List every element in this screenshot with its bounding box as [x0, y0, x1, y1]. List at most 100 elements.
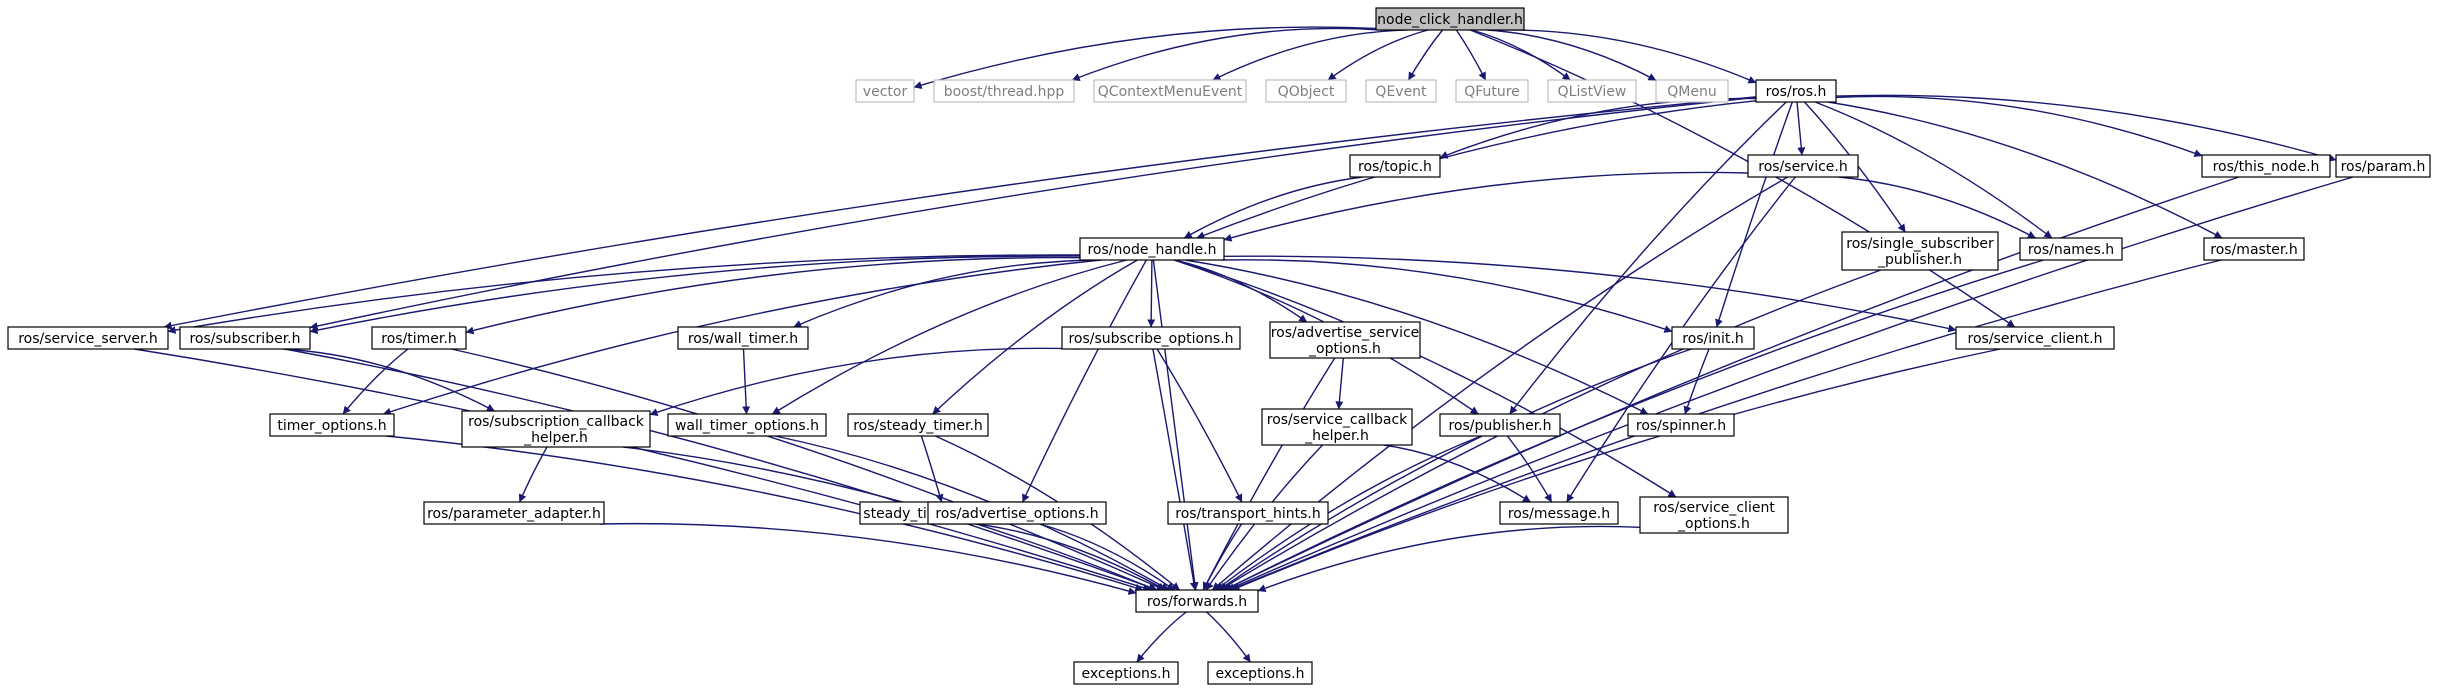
edge-ros_node_handle-to-ros_spinner [1184, 259, 1649, 415]
node-box [461, 410, 651, 448]
node-ros-spinner[interactable]: ros/spinner.h [1627, 413, 1735, 437]
edge-ros_node_handle-to-ros_forwards [1152, 259, 1199, 591]
edge-root-to-vector [913, 26, 1377, 89]
node-ros-node-handle[interactable]: ros/node_handle.h [1079, 237, 1225, 261]
node-ros-service-callback-helper[interactable]: ros/service_callback_helper.h [1261, 408, 1413, 446]
node-ros-single-sub-pub[interactable]: ros/single_subscriber_publisher.h [1841, 231, 1999, 271]
node-label: ros/ros.h [1766, 84, 1827, 100]
node-box [7, 326, 169, 350]
node-box [1207, 661, 1313, 685]
edge-ros_node_handle-to-ros_advertise_options [1021, 259, 1148, 503]
node-ros-service[interactable]: ros/service.h [1747, 154, 1859, 178]
node-box [1093, 79, 1247, 103]
node-label: vector [863, 84, 908, 100]
node-ros-init[interactable]: ros/init.h [1671, 326, 1755, 350]
edge-ros_names-to-ros_forwards [1223, 259, 2044, 591]
node-ros-advertise-service-options[interactable]: ros/advertise_service_options.h [1269, 321, 1421, 359]
node-label: ros/advertise_options.h [935, 506, 1098, 522]
node-label: ros/steady_timer.h [853, 418, 983, 434]
edge-ros_node_handle-to-wall_timer_options [771, 259, 1127, 415]
edge-ros_advertise_options-to-ros_forwards [1039, 523, 1175, 591]
edge-ros_node_handle-to-ros_init [1221, 259, 1673, 333]
edge-root-to-qmenu [1486, 29, 1657, 81]
node-label: _helper.h [1304, 428, 1369, 444]
node-label: ros/message.h [1508, 506, 1610, 522]
node-ros-this-node[interactable]: ros/this_node.h [2201, 154, 2331, 178]
node-label: ros/topic.h [1358, 159, 1432, 175]
node-ros-message[interactable]: ros/message.h [1499, 501, 1619, 525]
node-box [1639, 496, 1789, 534]
edge-ros_node_handle-to-ros_service_client_options [1174, 259, 1677, 498]
edge-ros_service_client_options-to-ros_forwards [1257, 525, 1641, 592]
node-ros-steady-timer[interactable]: ros/steady_timer.h [847, 413, 989, 437]
edge-ros_service-to-ros_names [1838, 176, 2036, 239]
node-label: ros/transport_hints.h [1175, 506, 1320, 522]
node-ros-publisher[interactable]: ros/publisher.h [1439, 413, 1561, 437]
node-root[interactable]: node_click_handler.h [1375, 7, 1525, 31]
edge-timer_options-to-ros_forwards [386, 435, 1144, 592]
node-label: exceptions.h [1081, 666, 1170, 682]
edge-ros_node_handle-to-ros_timer [465, 256, 1081, 335]
node-ros-forwards[interactable]: ros/forwards.h [1135, 589, 1259, 613]
node-ros-timer[interactable]: ros/timer.h [371, 326, 467, 350]
node-box [2335, 154, 2431, 178]
node-ros-subscribe-options[interactable]: ros/subscribe_options.h [1061, 326, 1241, 350]
edge-ros_wall_timer-to-wall_timer_options [742, 348, 751, 415]
node-box [1261, 408, 1413, 446]
edge-ros_ros-to-ros_node_handle [1196, 100, 1757, 239]
node-ros-topic[interactable]: ros/topic.h [1349, 154, 1441, 178]
edge-ros_advertise_service_options-to-ros_service_callback_helper [1335, 357, 1344, 410]
edge-ros_service_callback_helper-to-ros_message [1383, 444, 1531, 503]
node-box [1547, 79, 1637, 103]
node-label: ros/service_server.h [18, 331, 158, 347]
edge-ros_ros-to-ros_names [1814, 101, 2053, 239]
node-label: ros/subscriber.h [189, 331, 300, 347]
edge-ros_forwards-to-exceptions_1 [1136, 611, 1187, 663]
node-wall-timer-options[interactable]: wall_timer_options.h [667, 413, 827, 437]
node-label: QMenu [1667, 84, 1716, 100]
edge-ros_master-to-ros_forwards [1229, 259, 2222, 591]
node-box [1365, 79, 1437, 103]
node-ros-service-client[interactable]: ros/service_client.h [1955, 326, 2115, 350]
node-timer-options[interactable]: timer_options.h [269, 413, 395, 437]
node-ros-service-server[interactable]: ros/service_server.h [7, 326, 169, 350]
edge-ros_advertise_service_options-to-ros_forwards [1202, 357, 1336, 591]
node-qfuture: QFuture [1455, 79, 1529, 103]
node-box [1755, 79, 1837, 103]
edge-ros_publisher-to-ros_forwards [1215, 435, 1482, 591]
node-box [1455, 79, 1529, 103]
node-ros-subscriber[interactable]: ros/subscriber.h [179, 326, 311, 350]
node-ros-parameter-adapter[interactable]: ros/parameter_adapter.h [423, 501, 605, 525]
edge-ros_subscription_callback_helper-to-ros_parameter_adapter [518, 446, 548, 503]
node-box [423, 501, 605, 525]
node-box [1955, 326, 2115, 350]
node-ros-transport-hints[interactable]: ros/transport_hints.h [1167, 501, 1329, 525]
node-ros-names[interactable]: ros/names.h [2019, 237, 2123, 261]
node-exceptions-1[interactable]: exceptions.h [1073, 661, 1179, 685]
edge-ros_node_handle-to-timer_options [382, 259, 1101, 416]
node-ros-service-client-options[interactable]: ros/service_client_options.h [1639, 496, 1789, 534]
node-ros-advertise-options[interactable]: ros/advertise_options.h [927, 501, 1107, 525]
node-ros-master[interactable]: ros/master.h [2203, 237, 2305, 261]
node-label: ros/service_client [1653, 500, 1775, 516]
edge-ros_forwards-to-exceptions_2 [1206, 611, 1251, 663]
edge-ros_subscriber-to-ros_subscription_callback_helper [282, 348, 495, 412]
edge-ros_ros-to-ros_param [1835, 94, 2337, 162]
node-ros-wall-timer[interactable]: ros/wall_timer.h [677, 326, 809, 350]
node-label: boost/thread.hpp [944, 84, 1065, 100]
edge-wall_timer_options-to-ros_forwards [774, 435, 1170, 591]
node-box [1349, 154, 1441, 178]
node-qcontextmenuevent: QContextMenuEvent [1093, 79, 1247, 103]
node-label: QListView [1558, 84, 1627, 100]
edge-ros_subscribe_options-to-ros_subscription_callback_helper [649, 347, 1080, 416]
node-ros-ros[interactable]: ros/ros.h [1755, 79, 1837, 103]
edge-ros_node_handle-to-ros_service_server [167, 254, 1081, 334]
edge-ros_ros-to-ros_subscriber [309, 96, 1757, 330]
node-label: ros/init.h [1682, 331, 1744, 347]
node-label: _options.h [1677, 516, 1750, 532]
edge-ros_subscription_callback_helper-to-ros_forwards [623, 446, 1157, 591]
node-exceptions-2[interactable]: exceptions.h [1207, 661, 1313, 685]
node-ros-param[interactable]: ros/param.h [2335, 154, 2431, 178]
node-box [1079, 237, 1225, 261]
node-ros-subscription-callback-helper[interactable]: ros/subscription_callback_helper.h [461, 410, 651, 448]
